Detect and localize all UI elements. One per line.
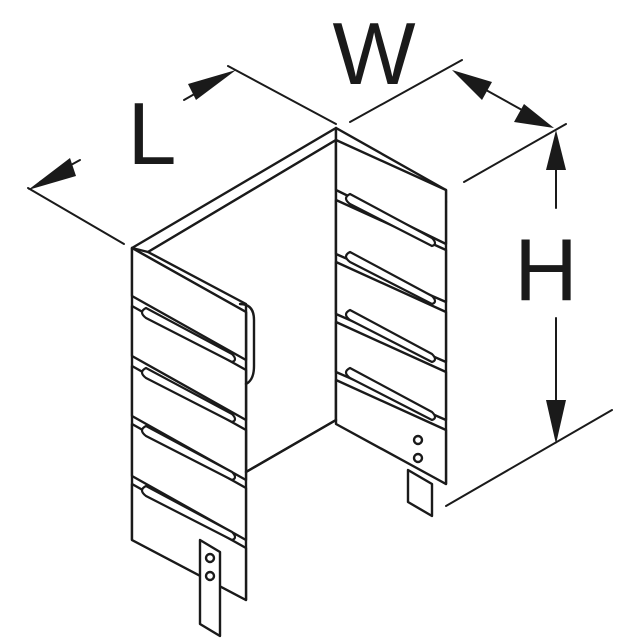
height-label: H (514, 220, 578, 319)
width-label: W (332, 4, 415, 103)
w-dimension-arrow (452, 70, 554, 128)
left-mounting-pin (198, 538, 222, 638)
right-slot-4 (344, 366, 437, 422)
left-slot-3 (140, 424, 237, 482)
left-bracket (238, 302, 256, 386)
h-dimension-arrow (546, 130, 566, 444)
right-slot-3 (344, 308, 437, 364)
right-slot-2 (344, 250, 437, 306)
right-pin-hole-2 (412, 452, 424, 464)
heatsink-body (130, 126, 448, 638)
left-slot-2 (140, 366, 237, 424)
dimension-lines (27, 59, 613, 507)
left-slot-4 (140, 484, 237, 542)
left-pin-hole-1 (204, 552, 216, 564)
left-fin-1 (130, 246, 248, 362)
right-fin-4 (334, 320, 448, 422)
l-extension-line (27, 187, 125, 245)
inner-floor-edge (244, 418, 338, 474)
right-slot-1 (344, 192, 437, 248)
right-mounting-pin (406, 468, 434, 518)
h-extension-line-top (463, 123, 567, 183)
w-extension-line-left (227, 65, 337, 125)
length-label: L (128, 84, 177, 183)
w-extension-line-right (349, 59, 463, 123)
left-pin-hole-2 (204, 570, 216, 582)
right-fin-3 (334, 260, 448, 364)
right-pin-hole-1 (412, 434, 424, 446)
right-fin-1 (334, 138, 448, 246)
l-dimension-arrow (28, 70, 236, 190)
h-extension-line-bottom (445, 409, 613, 507)
left-slot-1 (140, 306, 237, 364)
